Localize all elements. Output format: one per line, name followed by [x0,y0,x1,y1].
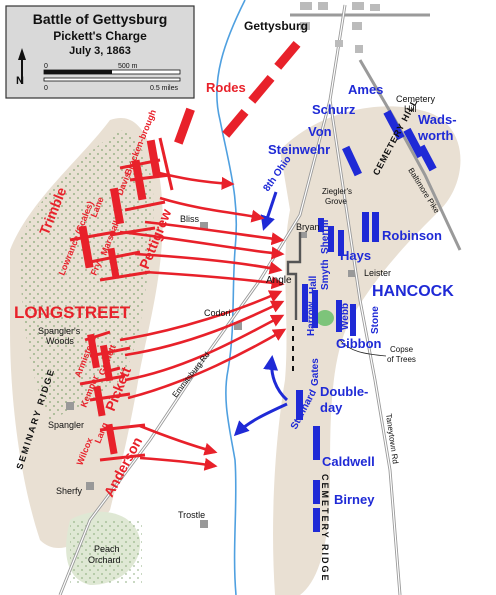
union-dotted-line [292,326,294,371]
label-webb: Webb [340,303,351,330]
unit-bar [312,290,318,328]
unit-bar [313,426,320,460]
label-wads: Wads- [418,112,457,127]
scale-mi-label: 0.5 miles [150,85,179,92]
label-hays: Hays [340,248,371,263]
label-ames: Ames [348,82,383,97]
label-spangler: Spangler [48,420,84,430]
label-spanglers-2: Woods [46,336,74,346]
stannard-arrow-south [233,402,288,437]
label-double: Double- [320,384,368,399]
label-stone: Stone [370,306,381,334]
scale-zero: 0 [44,63,48,70]
map-subtitle: Pickett's Charge [53,29,147,43]
label-emmitsburg-rd: Emmitsburg Rd [170,350,211,399]
spangler-farm [66,402,74,410]
north-arrow-icon [18,48,26,60]
unit-bar [296,390,303,420]
label-birney: Birney [334,492,375,507]
unit-bar [362,212,369,242]
unit-bar [338,230,344,256]
label-codori: Codori [204,308,231,318]
peach-orchard-trees [70,520,142,585]
farm-buildings [66,222,355,528]
label-worth: worth [417,128,453,143]
label-caldwell: Caldwell [322,454,375,469]
label-harrow: Harrow [306,301,317,336]
label-day: day [320,400,343,415]
scale-zero-mi: 0 [44,85,48,92]
leister-farm [348,270,355,277]
unit-bar [372,212,379,242]
label-copse-2: of Trees [387,355,416,364]
label-sherfy: Sherfy [56,486,83,496]
label-sherrill: Sherrill [320,219,331,254]
label-peach-2: Orchard [88,555,121,565]
unit-bar [302,284,308,322]
label-leister: Leister [364,268,391,278]
unit-bar [313,480,320,504]
unit-bar [313,508,320,532]
trostle-farm [200,520,208,528]
stannard-arrow-north [263,355,289,402]
unit-bar [383,109,405,141]
unit-bar [328,226,334,252]
label-copse-1: Copse [390,345,414,354]
scale-bar-mi [43,77,181,82]
compass-label: N [16,75,24,87]
rodes-line [174,40,301,145]
label-longstreet: LONGSTREET [14,303,131,322]
label-steinwehr: Steinwehr [268,142,330,157]
label-robinson: Robinson [382,228,442,243]
unit-bar [336,300,342,332]
label-cemetery-hill-2: Hill [404,104,417,114]
confederate-arrows [119,170,287,471]
map-title: Battle of Gettysburg [33,11,168,27]
label-rodes: Rodes [206,80,246,95]
unit-bar [350,304,356,336]
label-smyth: Smyth [320,259,331,290]
union-units [296,109,437,532]
baltimore-pike [358,59,462,251]
label-fry: Fry [89,260,104,277]
label-gettysburg: Gettysburg [244,19,308,33]
creek [216,0,246,595]
confederate-blocks [78,139,162,455]
label-peach-1: Peach [94,544,120,554]
map-date: July 3, 1863 [69,45,131,57]
bryan-farm [300,232,307,238]
label-hancock: HANCOCK [372,283,454,300]
copse-pointer [339,339,387,357]
label-gibbon: Gibbon [336,336,382,351]
union-arrows [233,191,289,437]
unit-bar [417,144,437,172]
unit-bar [342,145,362,177]
eighth-ohio-arrow [260,191,278,231]
title-box: Battle of Gettysburg Pickett's Charge Ju… [5,5,195,99]
codori-farm [234,322,242,330]
copse-of-trees [316,310,334,326]
gettysburg-town [300,2,380,53]
scale-km-label: 500 m [118,63,138,70]
unit-bar [318,218,324,232]
label-bryan: Bryan [296,222,320,232]
label-spanglers-1: Spangler's [38,326,81,336]
label-schurz: Schurz [312,102,356,117]
label-cemetery-ridge: CEMETERY RIDGE [320,474,330,583]
label-von: Von [308,124,332,139]
stone-wall [286,232,302,320]
bliss-farm [200,222,208,230]
sherfy-farm [86,482,94,490]
label-bliss: Bliss [180,214,200,224]
label-trostle: Trostle [178,510,205,520]
label-hall: Hall [308,275,319,294]
label-ziegler-2: Grove [325,197,347,206]
label-ziegler-1: Ziegler's [322,187,352,196]
label-cemetery-hill-1: Cemetery [396,94,436,104]
label-angle: Angle [266,275,292,286]
label-gates: Gates [310,358,321,386]
